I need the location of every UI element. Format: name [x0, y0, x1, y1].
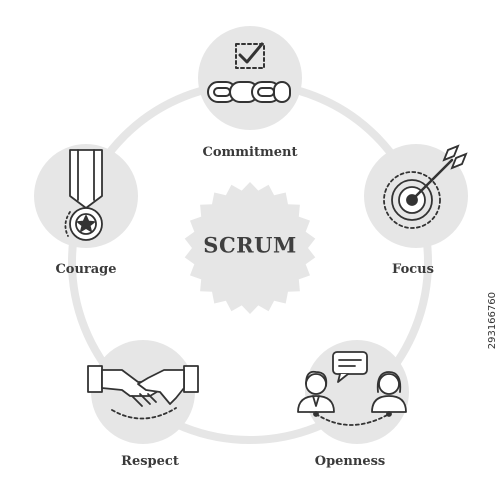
label-respect: Respect [121, 454, 179, 469]
node-commitment [198, 26, 302, 130]
medal-icon [64, 149, 103, 241]
label-focus: Focus [392, 262, 434, 277]
label-courage: Courage [55, 262, 117, 277]
center-title: SCRUM [203, 232, 297, 258]
node-openness [305, 340, 409, 444]
center-starburst [184, 182, 316, 314]
chain-checkbox-icon [207, 42, 291, 103]
target-arrow-icon [383, 144, 468, 229]
label-openness: Openness [314, 454, 386, 469]
label-commitment: Commitment [202, 145, 298, 160]
people-speech-icon [297, 351, 407, 426]
handshake-icon [87, 365, 199, 420]
stock-id-watermark: 293166760 [487, 292, 498, 350]
